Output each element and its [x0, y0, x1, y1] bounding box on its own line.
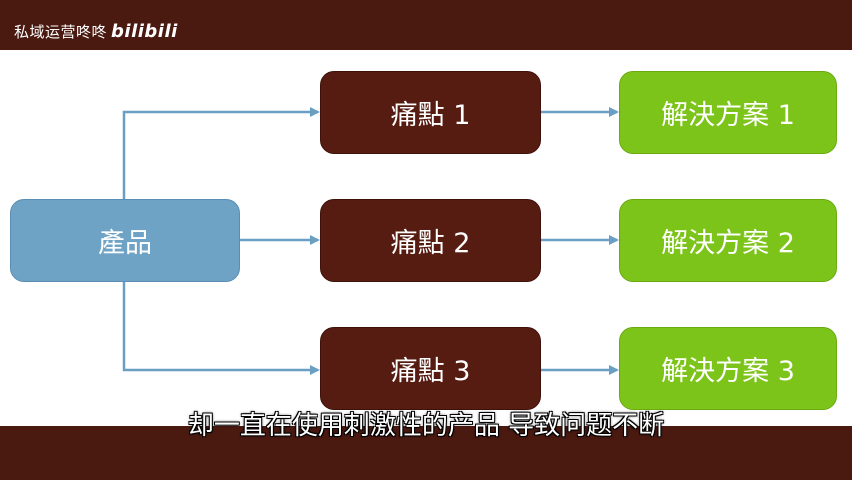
channel-name: 私域运营咚咚 [14, 23, 108, 41]
solution-1: 解決方案 1 [619, 71, 837, 154]
pain-point-3: 痛點 3 [320, 327, 541, 410]
solution-3: 解決方案 3 [619, 327, 837, 410]
pain-point-2: 痛點 2 [320, 199, 541, 282]
video-subtitle: 却一直在使用刺激性的产品 导致问题不断 [187, 411, 665, 441]
pain-point-1: 痛點 1 [320, 71, 541, 154]
solution-2: 解決方案 2 [619, 199, 837, 282]
product-node: 產品 [10, 199, 240, 282]
bilibili-logo: bilibili [111, 21, 178, 42]
bottom-bar [0, 426, 852, 480]
